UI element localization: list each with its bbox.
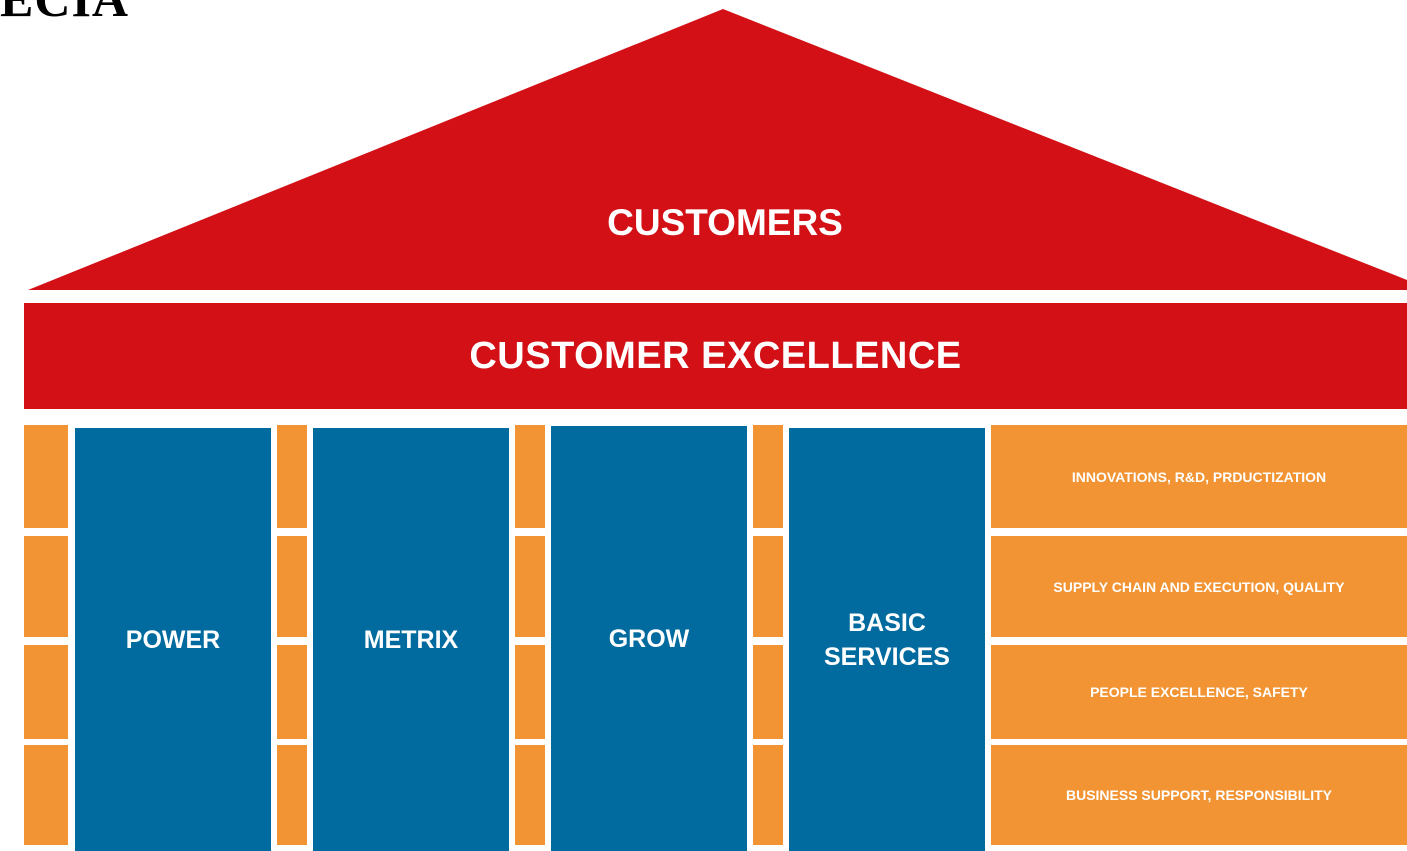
customer-excellence-band: CUSTOMER EXCELLENCE <box>24 303 1407 409</box>
support-area-innovations: INNOVATIONS, R&D, PRDUCTIZATION <box>991 425 1407 528</box>
brick-col3-row4 <box>515 745 545 845</box>
brick-col2-row1 <box>277 425 307 528</box>
support-area-label: INNOVATIONS, R&D, PRDUCTIZATION <box>1071 468 1327 485</box>
pillar-label: POWER <box>125 625 221 654</box>
logo-fragment: ЕСІА <box>0 0 129 24</box>
pillar-power: POWER <box>75 428 271 851</box>
pillar-metrix: METRIX <box>313 428 509 851</box>
band-label: CUSTOMER EXCELLENCE <box>469 334 962 377</box>
brick-col4-row1 <box>753 425 783 528</box>
support-area-business-support: BUSINESS SUPPORT, RESPONSIBILITY <box>991 745 1407 845</box>
brick-col3-row3 <box>515 645 545 739</box>
pillar-label: GROW <box>608 624 690 653</box>
brick-col4-row4 <box>753 745 783 845</box>
roof-triangle <box>28 9 1407 290</box>
pillar-basic-services: BASIC SERVICES <box>789 428 985 851</box>
brick-col1-row3 <box>24 645 68 739</box>
brick-col4-row2 <box>753 536 783 637</box>
brick-col2-row3 <box>277 645 307 739</box>
support-area-label: BUSINESS SUPPORT, RESPONSIBILITY <box>1065 787 1333 803</box>
brick-col1-row2 <box>24 536 68 637</box>
roof-label: CUSTOMERS <box>607 202 843 243</box>
brick-col1-row4 <box>24 745 68 845</box>
brick-col2-row2 <box>277 536 307 637</box>
support-area-people: PEOPLE EXCELLENCE, SAFETY <box>991 645 1407 739</box>
support-area-label: PEOPLE EXCELLENCE, SAFETY <box>1090 684 1308 700</box>
brick-col3-row1 <box>515 425 545 528</box>
support-area-supply-chain: SUPPLY CHAIN AND EXECUTION, QUALITY <box>991 536 1407 637</box>
pillar-label: BASIC SERVICES <box>824 608 950 671</box>
brick-col2-row4 <box>277 745 307 845</box>
brick-col1-row1 <box>24 425 68 528</box>
brick-col4-row3 <box>753 645 783 739</box>
support-area-label: SUPPLY CHAIN AND EXECUTION, QUALITY <box>1053 578 1345 595</box>
pillar-label: METRIX <box>363 625 459 654</box>
brick-col3-row2 <box>515 536 545 637</box>
roof <box>28 9 1407 290</box>
pillar-grow: GROW <box>551 426 747 851</box>
